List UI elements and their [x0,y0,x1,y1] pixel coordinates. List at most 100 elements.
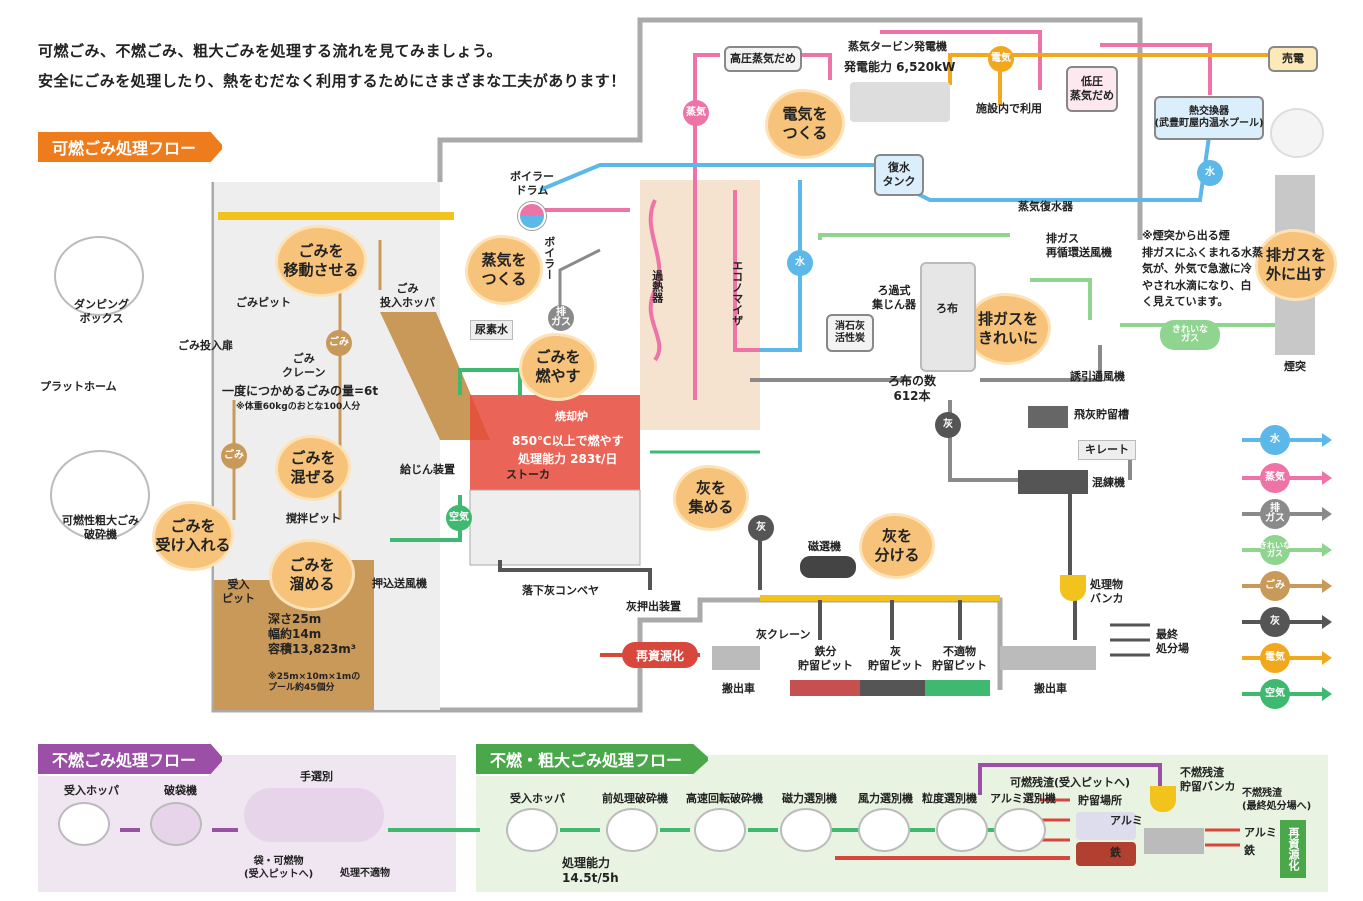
inc-step-bag-breaker: 破袋機 [164,784,197,797]
bag-filter-icon [920,262,976,372]
economizer-label: エコノマイザ [730,260,744,326]
stoker-label: ストーカ [506,468,550,481]
legend-ash: 灰 [1242,607,1332,637]
filter-cloth-label: ろ布 [936,302,958,315]
kneader-label: 混練機 [1092,476,1125,489]
step-make-electricity: 電気を つくる [768,92,842,156]
bulky-step-high-speed: 高速回転破砕機 [686,792,763,805]
storage-iron-icon [1076,842,1136,866]
urea-label: 尿素水 [470,320,513,340]
final-disposal-label: 最終 処分場 [1156,628,1189,655]
crane-label: ごみ クレーン [282,352,326,379]
hand-sort-icon [244,788,384,842]
residue-bunker-icon [1150,786,1176,812]
inc-hopper-icon [58,802,110,846]
chimney-label: 煙突 [1284,360,1306,373]
crusher-label: 可燃性粗大ごみ 破砕機 [62,514,139,541]
ash-crane-rail [760,595,1000,601]
bunker-icon [1060,575,1086,601]
step-move-waste: ごみを 移動させる [278,228,364,294]
bulky-step-wind: 風力選別機 [858,792,913,805]
bulky-residue-final: 不燃残渣 (最終処分場へ) [1242,788,1312,812]
condenser-label: 蒸気復水器 [1018,200,1073,213]
bulky-wind-icon [858,808,910,852]
legend-clean-gas: きれいな ガス [1242,535,1332,565]
magnet-icon [800,556,856,578]
bulky-truck-icon [1144,828,1204,854]
stoker-area [469,489,641,566]
clean-gas-marker: きれいな ガス [1160,320,1220,350]
bulky-flow-tag: 不燃・粗大ごみ処理フロー [474,742,711,776]
truck-icon [712,646,760,670]
bulky-magnetic-icon [780,808,832,852]
chelate-label: キレート [1078,440,1136,460]
mix-pit-label: 撹拌ピット [286,512,341,525]
intro-line-1: 可燃ごみ、不燃ごみ、粗大ごみを処理する流れを見てみましょう。 [38,42,503,60]
truck-out-label: 搬出車 [722,682,755,695]
bulky-high-speed-icon [694,808,746,852]
bulky-step-size: 粒度選別機 [922,792,977,805]
bulky-combustible-residue: 可燃残渣(受入ピットへ) [1010,776,1131,789]
sell-power: 売電 [1268,46,1318,72]
legend-water: 水 [1242,425,1332,455]
induced-fan-label: 誘引通風機 [1070,370,1125,383]
legend-steam: 蒸気 [1242,463,1332,493]
combustible-flow-tag: 可燃ごみ処理フロー [36,130,225,164]
crane-rail [218,212,454,220]
inc-step-hand-sort: 手選別 [300,770,333,783]
smoke-cloud-icon [1272,110,1322,156]
bulky-storage: 貯留場所 [1078,794,1122,807]
incinerator-label: 焼却炉 [555,410,588,423]
recycle-badge: 再資源化 [622,642,698,668]
inc-bag-breaker-icon [150,802,202,846]
step-store-waste: ごみを 溜める [272,542,352,608]
ash-extruder-label: 灰押出装置 [626,600,681,613]
bulky-alum-out: アルミ [1244,826,1277,839]
step-receive-waste: ごみを 受け入れる [155,504,231,568]
intro-line-2: 安全にごみを処理したり、熱をむだなく利用するためにさまざまな工夫があります！ [38,72,626,90]
bulky-pre-crusher-icon [606,808,658,852]
water-tank: 復水 タンク [874,154,924,196]
water-flow-marker-2: 水 [1197,160,1223,186]
push-fan-label: 押込送風機 [372,577,427,590]
turbine-icon [850,82,950,122]
ash-flow-marker-2: 灰 [748,515,774,541]
magnet-label: 磁選機 [808,540,841,553]
bulky-step-aluminum: アルミ選別機 [990,792,1056,805]
bulky-step-pre-crusher: 前処理破砕機 [602,792,668,805]
kneader-icon [1018,470,1088,494]
platform-label: プラットホーム [40,380,117,393]
waste-flow-marker-2: ごみ [221,443,247,469]
crusher-icon [50,450,150,540]
boiler-drum-label: ボイラー ドラム [510,170,554,197]
smoke-note: ※煙突から出る煙 排ガスにふくまれる水蒸 気が、外気で急激に冷 やされ水滴になり… [1142,229,1263,308]
incinerator-capacity-label: 処理能力 283t/日 [518,452,618,466]
heat-exchanger: 熱交換器 (武豊町屋内温水プール) [1154,96,1264,140]
bulky-hopper-icon [506,808,558,852]
bulky-residue-bunker: 不燃残渣 貯留バンカ [1180,766,1236,793]
bulky-storage-alum: アルミ [1110,814,1143,827]
step-collect-ash: 灰を 集める [676,468,746,528]
step-make-steam: 蒸気を つくる [468,238,540,302]
step-release-exhaust: 排ガスを 外に出す [1258,232,1334,298]
waste-flow-marker: ごみ [326,330,352,356]
lime-box: 消石灰 活性炭 [826,314,874,352]
receive-pit-label: 受入 ピット [222,578,255,605]
superheater-label: 過熱器 [650,270,664,303]
bulky-aluminum-icon [994,808,1046,852]
incinerator-fire [470,395,640,490]
boiler-body [640,180,760,430]
dumping-box-label: ダンピング ボックス [74,298,129,325]
truck-out-label-2: 搬出車 [1034,682,1067,695]
bag-filter-label: ろ過式 集じん器 [872,284,916,311]
inc-output-reject: 処理不適物 [340,868,390,879]
bulky-recycle-badge: 再資源化 [1280,820,1306,878]
iron-pit-label: 鉄分 貯留ピット [798,645,853,672]
boiler-drum-icon [518,202,546,230]
dumping-box-icon [54,236,144,316]
storage-aluminum-icon [1076,812,1136,840]
ash-pit-label: 灰 貯留ピット [868,645,923,672]
fly-ash-tank-icon [1028,406,1068,428]
step-separate-ash: 灰を 分ける [862,516,932,576]
ash-flow-marker: 灰 [935,412,961,438]
